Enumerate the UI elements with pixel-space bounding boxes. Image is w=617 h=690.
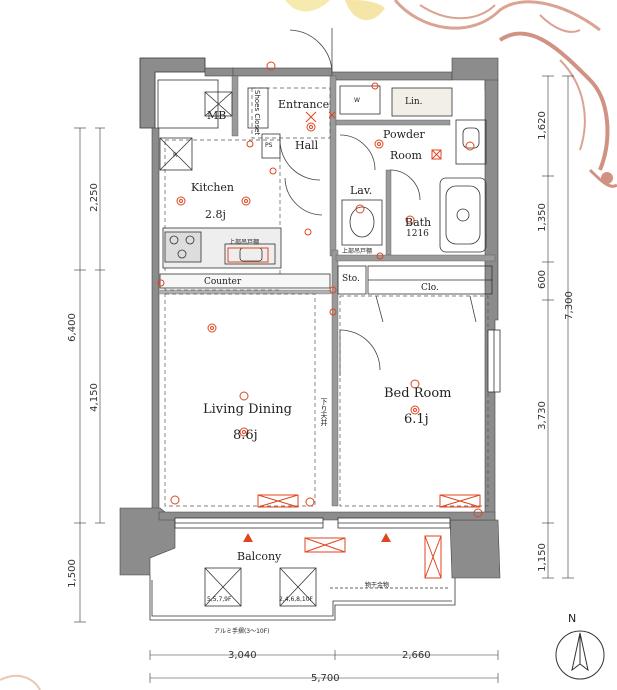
kitchen-upper-cabinet-note: 上部吊戸棚 <box>229 239 260 246</box>
kitchen-size-label: 2.8j <box>205 208 226 221</box>
shoes-closet-label: Shoes Closet <box>253 90 261 136</box>
storage-label: Sto. <box>342 274 360 284</box>
dim-right-1: 1,620 <box>536 111 548 140</box>
pipe-space-label: PS <box>265 142 273 149</box>
entrance-label: Entrance <box>278 98 330 111</box>
balcony-hatch-note-1: 5,5,7,9F <box>207 596 232 603</box>
room-outlines <box>164 87 489 507</box>
compass-icon <box>555 630 605 680</box>
kitchen-label: Kitchen <box>191 181 234 194</box>
lav-upper-cabinet-note: 上部吊戸棚 <box>342 248 373 255</box>
drying-hardware-note: 物干金物 <box>365 582 390 589</box>
dropped-ceiling-note: 下り天井 <box>320 398 328 426</box>
hall-label: Hall <box>295 139 319 152</box>
powder-room-label-1: Powder <box>383 128 425 141</box>
bedroom-size-label: 6.1j <box>404 412 429 427</box>
linen-label: Lin. <box>405 97 423 107</box>
bedroom-label: Bed Room <box>384 386 452 401</box>
windows <box>174 329 501 529</box>
mb-label: MB <box>207 109 227 122</box>
counter-label: Counter <box>204 277 242 287</box>
electrical-symbols <box>157 61 483 579</box>
fixtures <box>157 79 493 295</box>
dimension-lines <box>74 75 574 683</box>
dim-left-1: 2,250 <box>88 183 100 212</box>
living-dining-label: Living Dining <box>203 402 292 417</box>
bath-size-label: 1216 <box>406 229 429 239</box>
dim-bottom-1: 3,040 <box>228 650 257 661</box>
dim-right-5: 1,150 <box>536 543 548 572</box>
balcony-area <box>149 567 456 621</box>
dim-right-3: 600 <box>537 269 549 290</box>
dim-right-total: 7,300 <box>563 291 575 320</box>
exterior-light-icons <box>243 533 391 542</box>
dim-left-3: 4,150 <box>88 383 100 412</box>
dim-left-4: 1,500 <box>66 559 78 588</box>
lav-label: Lav. <box>350 184 373 197</box>
compass-north-label: N <box>568 612 577 625</box>
dim-left-2: 6,400 <box>66 313 78 342</box>
dim-bottom-2: 2,660 <box>402 650 431 661</box>
washer-label: W <box>354 97 360 104</box>
powder-room-label-2: Room <box>390 149 422 162</box>
dim-bottom-total: 5,700 <box>311 673 340 684</box>
railing-note: アルミ手摺(3〜10F) <box>214 628 270 635</box>
dim-right-2: 1,350 <box>536 203 548 232</box>
refrigerator-mark: R <box>173 152 178 159</box>
balcony-label: Balcony <box>237 550 282 563</box>
living-dining-size-label: 8.6j <box>233 428 258 443</box>
bath-label: Bath <box>405 216 432 229</box>
closet-label: Clo. <box>421 283 439 293</box>
walls <box>119 57 501 579</box>
doors <box>279 28 477 376</box>
balcony-hatch-note-2: 2,4,6,8,10F <box>279 596 313 603</box>
dim-right-4: 3,730 <box>536 401 548 430</box>
